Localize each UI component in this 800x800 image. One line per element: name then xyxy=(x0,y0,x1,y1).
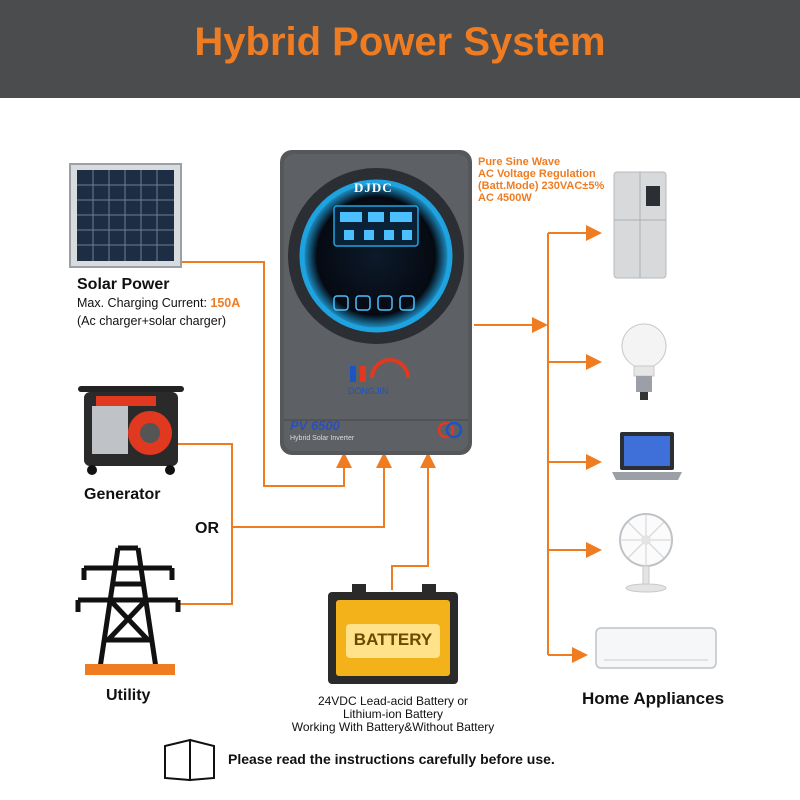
home-appliances-label: Home Appliances xyxy=(582,689,725,708)
battery-label: BATTERY xyxy=(353,630,433,649)
charging-value: 150A xyxy=(210,296,241,310)
book-icon xyxy=(164,738,215,782)
utility-line xyxy=(178,527,233,605)
charging-label: Max. Charging Current: xyxy=(77,296,207,310)
battery-line: 24VDC Lead-acid Battery or xyxy=(317,694,469,708)
generator-line xyxy=(178,443,233,527)
inverter-brand: DJDC xyxy=(354,180,393,195)
battery-line: Lithium-ion Battery xyxy=(342,707,444,721)
inverter-model: PV 6500 xyxy=(290,418,340,433)
battery-icon xyxy=(328,584,458,684)
battery-line xyxy=(391,452,436,590)
refrigerator-icon xyxy=(613,171,667,279)
footer-note: Please read the instructions carefully b… xyxy=(228,751,555,767)
utility-tower-icon xyxy=(75,545,181,669)
battery-line: Working With Battery&Without Battery xyxy=(291,720,495,734)
spec-line: Pure Sine Wave xyxy=(478,156,561,168)
solar-charging: Max. Charging Current: 150A xyxy=(77,296,240,310)
laptop-icon xyxy=(612,432,682,480)
light-bulb-icon xyxy=(621,323,667,400)
inverter-subtitle: Hybrid Solar Inverter xyxy=(290,435,355,442)
battery-description: 24VDC Lead-acid Battery or Lithium-ion B… xyxy=(268,695,518,734)
page-title: Hybrid Power System xyxy=(194,20,606,64)
spec-line: AC Voltage Regulation xyxy=(478,168,596,180)
inverter-logo-text: DONGJIN xyxy=(348,386,389,396)
inverter-specs: Pure Sine Wave AC Voltage Regulation (Ba… xyxy=(478,156,604,204)
dongjin-logo xyxy=(350,358,410,382)
spec-line: AC 4500W xyxy=(478,192,532,204)
connector-lines xyxy=(178,225,602,663)
tower-base xyxy=(85,664,175,675)
solar-title: Solar Power xyxy=(77,276,170,293)
grid-line xyxy=(232,452,392,528)
fan-icon xyxy=(619,513,673,593)
generator-icon xyxy=(78,386,184,475)
air-conditioner-icon xyxy=(595,627,717,669)
solar-line xyxy=(180,261,352,487)
utility-label: Utility xyxy=(106,687,151,704)
or-label: OR xyxy=(195,520,219,537)
header-banner: Hybrid Power System xyxy=(0,0,800,98)
generator-label: Generator xyxy=(84,486,161,503)
inverter-device xyxy=(280,150,472,455)
spec-line: (Batt.Mode) 230VAC±5% xyxy=(478,180,605,192)
solar-panel-icon xyxy=(69,163,182,268)
solar-note: (Ac charger+solar charger) xyxy=(77,314,227,328)
